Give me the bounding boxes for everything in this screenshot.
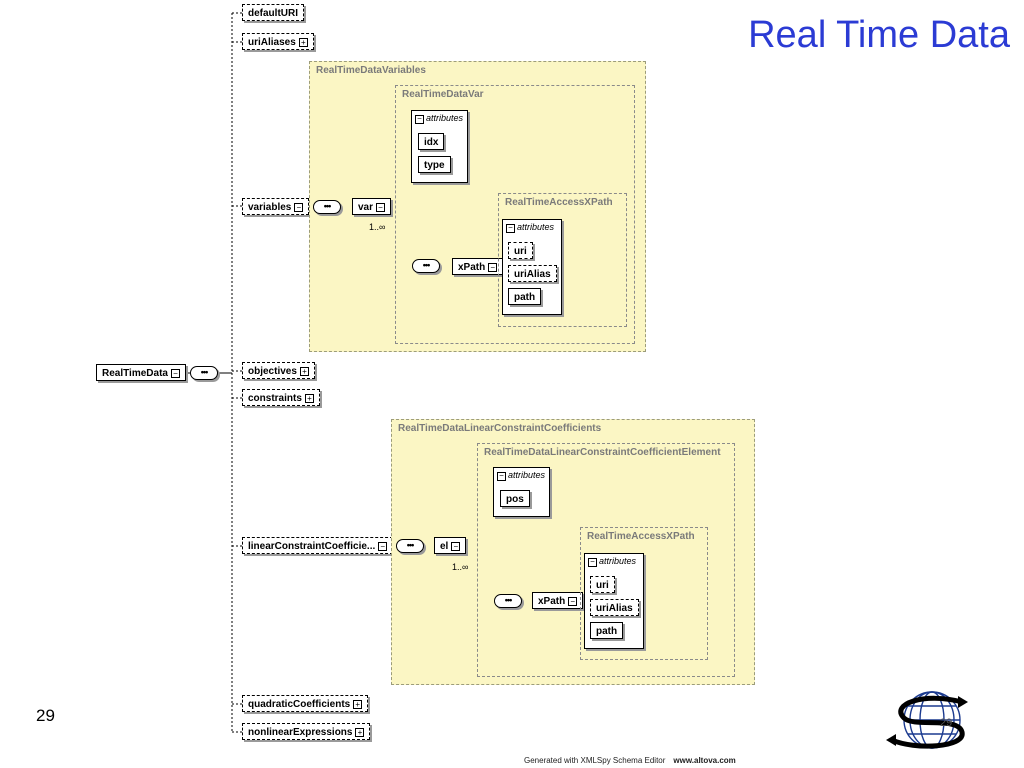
type-label: RealTimeAccessXPath	[587, 531, 695, 542]
child-variables[interactable]: variables−	[242, 198, 310, 215]
attribute-path[interactable]: path	[508, 288, 542, 305]
attribute-idx[interactable]: idx	[418, 133, 445, 150]
sequence-icon: •••	[396, 539, 424, 553]
type-label: RealTimeDataLinearConstraintCoefficientE…	[484, 447, 721, 458]
collapse-icon[interactable]: −	[415, 115, 424, 124]
type-label: RealTimeAccessXPath	[505, 197, 613, 208]
sequence-icon: •••	[494, 594, 522, 608]
logo-number: 29	[940, 717, 952, 729]
collapse-icon[interactable]: −	[378, 541, 388, 551]
expand-icon[interactable]: +	[353, 699, 363, 709]
attribute-urialias[interactable]: uriAlias	[508, 265, 557, 282]
child-nonlinear-expressions[interactable]: nonlinearExpressions+	[242, 723, 371, 740]
attribute-uri[interactable]: uri	[590, 576, 615, 593]
type-label: RealTimeDataVar	[402, 89, 484, 100]
collapse-icon[interactable]: −	[506, 224, 515, 233]
footer-text: Generated with XMLSpy Schema Editor	[524, 756, 666, 765]
expand-icon[interactable]: +	[355, 727, 365, 737]
sequence-icon: •••	[190, 366, 218, 380]
attribute-path[interactable]: path	[590, 622, 624, 639]
cardinality: 1..∞	[452, 562, 469, 572]
collapse-icon[interactable]: −	[588, 558, 597, 567]
expand-icon[interactable]: +	[298, 37, 308, 47]
element-el[interactable]: el−	[434, 537, 467, 554]
type-box-linear-element: RealTimeDataLinearConstraintCoefficientE…	[477, 443, 735, 677]
attribute-type[interactable]: type	[418, 156, 451, 173]
type-box-variable: RealTimeDataVar	[395, 85, 635, 344]
child-linear-constraint-coefficients[interactable]: linearConstraintCoefficie...−	[242, 537, 394, 554]
type-label: RealTimeDataVariables	[316, 65, 426, 76]
attribute-urialias[interactable]: uriAlias	[590, 599, 639, 616]
root-element[interactable]: RealTimeData−	[96, 364, 186, 381]
cardinality: 1..∞	[369, 222, 386, 232]
element-xpath[interactable]: xPath−	[532, 592, 584, 609]
logo-icon: 29	[886, 691, 968, 749]
child-objectives[interactable]: objectives+	[242, 362, 315, 379]
element-xpath[interactable]: xPath−	[452, 258, 504, 275]
collapse-icon[interactable]: −	[497, 472, 506, 481]
attribute-uri[interactable]: uri	[508, 242, 533, 259]
footer: Generated with XMLSpy Schema Editor www.a…	[524, 756, 736, 765]
sequence-icon: •••	[412, 259, 440, 273]
collapse-icon[interactable]: −	[170, 368, 180, 378]
footer-url[interactable]: www.altova.com	[673, 756, 736, 765]
type-box-xpath: RealTimeAccessXPath	[580, 527, 708, 660]
element-var[interactable]: var−	[352, 198, 392, 215]
type-label: RealTimeDataLinearConstraintCoefficients	[398, 423, 602, 434]
collapse-icon[interactable]: −	[568, 596, 578, 606]
child-constraints[interactable]: constraints+	[242, 389, 320, 406]
collapse-icon[interactable]: −	[488, 262, 498, 272]
child-quadratic-coefficients[interactable]: quadraticCoefficients+	[242, 695, 369, 712]
slide-number: 29	[36, 706, 55, 725]
expand-icon[interactable]: +	[299, 366, 309, 376]
attribute-pos[interactable]: pos	[500, 490, 530, 507]
type-box-xpath: RealTimeAccessXPath	[498, 193, 627, 327]
child-defaulturi[interactable]: defaultURI	[242, 4, 304, 21]
collapse-icon[interactable]: −	[294, 202, 304, 212]
collapse-icon[interactable]: −	[451, 541, 461, 551]
sequence-icon: •••	[313, 200, 341, 214]
slide-title: Real Time Data	[748, 14, 1010, 56]
collapse-icon[interactable]: −	[376, 202, 386, 212]
expand-icon[interactable]: +	[304, 393, 314, 403]
child-urialiases[interactable]: uriAliases+	[242, 33, 314, 50]
